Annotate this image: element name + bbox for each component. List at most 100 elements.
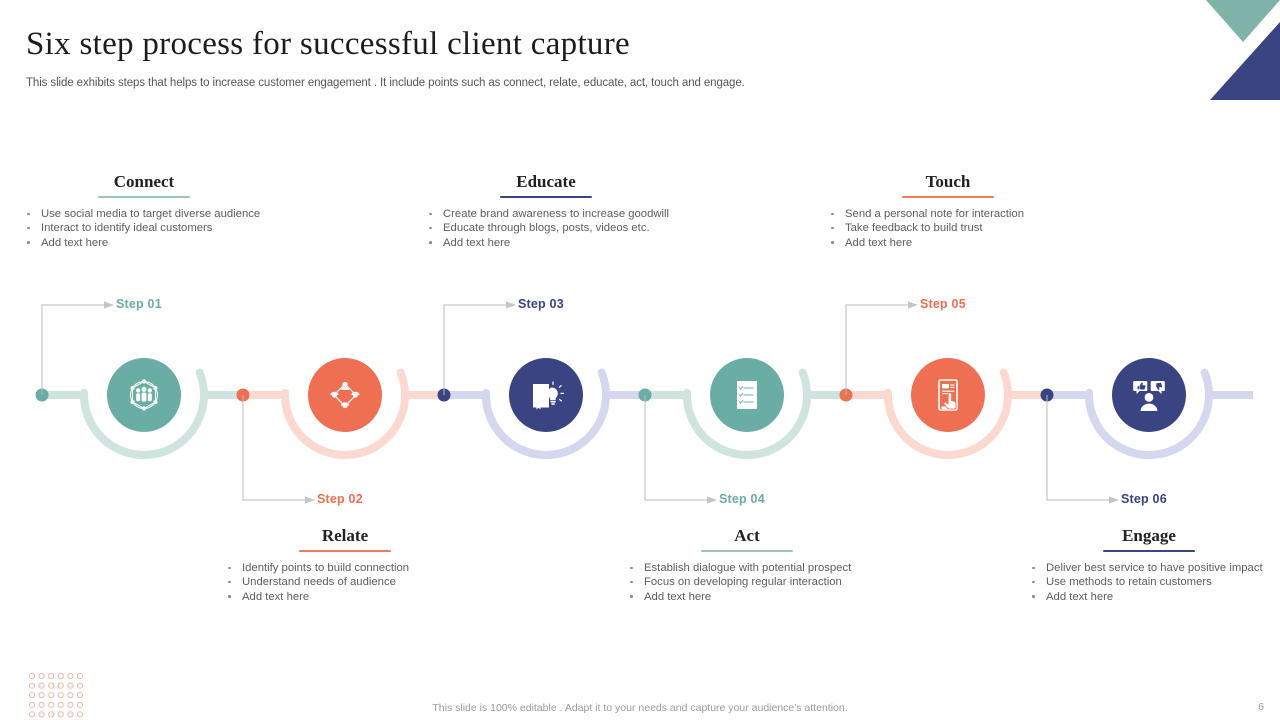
process-node-5[interactable]	[911, 358, 985, 432]
list-item: Interact to identify ideal customers	[19, 221, 269, 235]
rail-left-4	[643, 391, 687, 399]
leader-arrow-5	[908, 301, 918, 309]
process-node-6[interactable]	[1112, 358, 1186, 432]
step-heading-underline-6	[1103, 549, 1195, 553]
bullet-dot-icon	[831, 226, 834, 230]
connector-dot-5	[839, 388, 853, 402]
bullet-dot-icon	[228, 566, 231, 570]
list-item-text: Focus on developing regular interaction	[644, 576, 842, 589]
hand-touch-screen-icon	[938, 379, 958, 411]
teal-triangle-deco	[1206, 0, 1280, 42]
step-heading-5: Touch	[925, 172, 971, 191]
leader-arrow-6	[1109, 496, 1119, 504]
leader-line-2	[242, 395, 306, 501]
rail-left-3	[442, 391, 486, 399]
people-network-icon	[129, 379, 159, 411]
leader-line-1	[41, 304, 105, 395]
step-heading-underline-2	[299, 549, 391, 553]
list-item: Add text here	[622, 590, 872, 604]
leader-line-4	[644, 395, 708, 501]
deco-dot	[48, 682, 55, 689]
step-bullet-list-4: Establish dialogue with potential prospe…	[622, 561, 872, 604]
bullet-dot-icon	[429, 241, 432, 244]
rail-left-1	[40, 391, 84, 399]
deco-dot	[48, 701, 55, 708]
connector-dot-6	[1040, 388, 1054, 402]
list-item: Send a personal note for interaction	[823, 207, 1073, 221]
feedback-person-icon	[1133, 381, 1165, 411]
connector-dot-1	[35, 388, 49, 402]
leader-arrow-4	[707, 496, 717, 504]
deco-dot	[38, 682, 45, 689]
rail-left-6	[1045, 391, 1089, 399]
deco-dot	[57, 682, 64, 689]
deco-dot	[57, 692, 64, 699]
bullet-dot-icon	[630, 580, 633, 584]
deco-dot	[28, 701, 36, 708]
list-item: Add text here	[1024, 590, 1274, 604]
deco-dot	[67, 692, 74, 699]
step-number-label-5: Step 05	[920, 297, 966, 311]
list-item-text: Establish dialogue with potential prospe…	[644, 562, 852, 575]
step-heading-underline-5	[902, 195, 994, 199]
step-heading-underline-1	[98, 195, 190, 199]
step-number-label-2: Step 02	[317, 492, 363, 506]
deco-dot	[28, 682, 36, 689]
process-node-4[interactable]	[710, 358, 784, 432]
deco-dot	[28, 672, 36, 680]
bullet-dot-icon	[27, 241, 30, 244]
list-item: Add text here	[19, 236, 269, 250]
step-bullet-list-6: Deliver best service to have positive im…	[1024, 561, 1274, 604]
deco-dot	[67, 701, 74, 708]
step-bullet-list-3: Create brand awareness to increase goodw…	[421, 207, 671, 250]
list-item-text: Educate through blogs, posts, videos etc…	[443, 222, 650, 235]
deco-dot	[48, 672, 55, 680]
list-item-text: Deliver best service to have positive im…	[1046, 562, 1263, 575]
leader-arrow-3	[506, 301, 516, 309]
list-item-text: Add text here	[644, 590, 712, 603]
deco-dot	[57, 711, 64, 718]
deco-dot	[76, 692, 84, 699]
process-node-2[interactable]	[308, 358, 382, 432]
list-item: Take feedback to build trust	[823, 221, 1073, 235]
step-number-label-6: Step 06	[1121, 492, 1167, 506]
deco-dot	[28, 692, 36, 699]
list-item: Use methods to retain customers	[1024, 575, 1274, 589]
list-item: Use social media to target diverse audie…	[19, 207, 269, 221]
process-node-1[interactable]	[107, 358, 181, 432]
page-number: 6	[1258, 701, 1264, 713]
deco-dot	[76, 682, 84, 689]
list-item-text: Use methods to retain customers	[1046, 576, 1212, 589]
navy-triangle-deco	[1210, 22, 1280, 100]
deco-dot	[76, 711, 84, 718]
book-lightbulb-icon	[533, 381, 564, 410]
deco-dot	[76, 701, 84, 708]
deco-dot	[67, 672, 74, 680]
deco-dot	[38, 711, 45, 718]
bullet-dot-icon	[630, 595, 633, 598]
corner-decoration	[1206, 0, 1280, 100]
rail-right-5	[1008, 391, 1052, 399]
step-number-label-3: Step 03	[518, 297, 564, 311]
list-item-text: Add text here	[1046, 590, 1114, 603]
connector-dot-3	[437, 388, 451, 402]
step-heading-1: Connect	[113, 172, 175, 191]
bullet-dot-icon	[831, 241, 834, 244]
leader-line-3	[443, 304, 507, 395]
bullet-dot-icon	[228, 595, 231, 598]
list-item-text: Take feedback to build trust	[845, 222, 983, 235]
list-item-text: Create brand awareness to increase goodw…	[443, 208, 670, 221]
list-item-text: Add text here	[845, 236, 913, 249]
rail-left-5	[844, 391, 888, 399]
rail-right-4	[807, 391, 851, 399]
process-node-3[interactable]	[509, 358, 583, 432]
step-number-label-1: Step 01	[116, 297, 162, 311]
bullet-dot-icon	[27, 226, 30, 230]
